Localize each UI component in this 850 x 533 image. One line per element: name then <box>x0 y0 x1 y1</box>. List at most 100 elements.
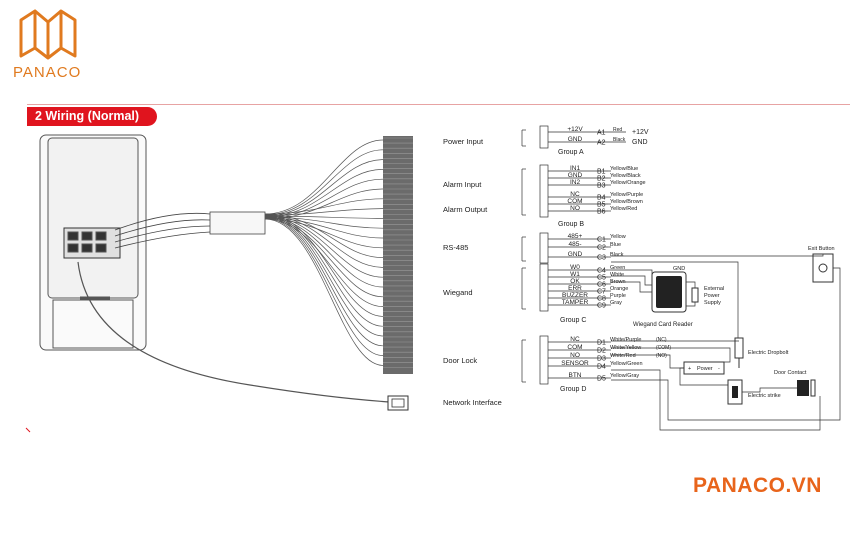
wire-color: Yellow/Green <box>610 361 643 367</box>
group-b-caption: Group B <box>558 221 584 228</box>
terminal-block <box>539 164 549 218</box>
pin-code: C1 <box>597 237 606 244</box>
wire-color: Purple <box>610 293 626 299</box>
pin-name: OK <box>570 278 580 285</box>
footer-brand: PANACO.VN <box>693 474 822 497</box>
power-label: Power <box>697 366 713 372</box>
pin-right-label: +12V <box>632 129 649 136</box>
terminal-block <box>539 232 549 264</box>
wire-color: Yellow/Gray <box>610 373 639 379</box>
pin-name: GND <box>568 251 583 258</box>
pin-code: C3 <box>597 255 606 262</box>
alarm-input-label: Alarm Input <box>443 180 482 189</box>
exit-button-icon <box>812 253 834 283</box>
fan-wire <box>264 215 384 337</box>
logo-text: PANACO <box>13 64 82 81</box>
wire-color: Yellow/Purple <box>610 192 643 198</box>
title-rule <box>27 104 850 105</box>
pin-name: IN1 <box>570 165 581 172</box>
wire-color: Yellow/Red <box>610 206 637 212</box>
wire-color: Green <box>610 265 625 271</box>
power-input-label: Power Input <box>443 137 484 146</box>
wire-color: Yellow <box>610 234 626 240</box>
svg-text:+: + <box>688 366 691 372</box>
fan-wire <box>264 215 384 278</box>
pin-name: IN2 <box>570 179 581 186</box>
dropbolt-label: Electric Dropbolt <box>748 350 789 356</box>
pin-name: NC <box>570 336 580 343</box>
pin-code: C8 <box>597 296 606 303</box>
rs485-label: RS-485 <box>443 243 468 252</box>
wire-color: Yellow/Brown <box>610 199 643 205</box>
electric-strike-icon <box>727 379 743 405</box>
pin-tag: (NO) <box>656 353 667 359</box>
fan-wire <box>264 214 384 327</box>
pin-name: BTN <box>569 372 582 379</box>
fan-wire <box>264 208 384 216</box>
reader-label: Wiegand Card Reader <box>633 322 693 328</box>
network-cable <box>77 261 391 403</box>
ext-power-label-2: Power <box>704 293 720 299</box>
book-logo-icon <box>19 9 77 60</box>
pin-name: +12V <box>567 126 583 133</box>
door-contact-label: Door Contact <box>774 370 807 376</box>
pin-name: 485- <box>568 241 581 248</box>
fan-wire <box>264 139 384 215</box>
fan-wire <box>264 215 384 219</box>
pin-code: B1 <box>597 169 606 176</box>
pin-code: B3 <box>597 183 606 190</box>
external-wiring <box>611 254 841 431</box>
pin-name: W1 <box>570 271 580 278</box>
pin-name: COM <box>567 344 582 351</box>
pin-code: B4 <box>597 195 606 202</box>
svg-text:-: - <box>718 366 720 372</box>
fan-wire <box>264 214 384 268</box>
section-title: 2 Wiring (Normal) <box>35 109 140 123</box>
fan-wire <box>264 218 384 366</box>
pin-code: D5 <box>597 376 606 383</box>
pin-code: C4 <box>597 268 606 275</box>
pin-code: A2 <box>597 140 606 147</box>
fan-wire <box>264 218 384 307</box>
pin-code: B6 <box>597 209 606 216</box>
corner-mark <box>25 427 31 433</box>
fan-wire <box>264 216 384 347</box>
fan-wire <box>264 198 384 215</box>
wire-color: White <box>610 272 624 278</box>
fan-wire <box>264 216 384 288</box>
pin-code: B5 <box>597 202 606 209</box>
pin-name: BUZZER <box>562 292 588 299</box>
pin-code: C6 <box>597 282 606 289</box>
pin-right-label: GND <box>632 139 648 146</box>
exit-button-label: Exit Button <box>808 246 835 252</box>
pin-code: D4 <box>597 364 606 371</box>
pin-name: ERR <box>568 285 582 292</box>
pin-name: GND <box>568 172 583 179</box>
section-title-badge: 2 Wiring (Normal) <box>27 107 157 126</box>
pin-code: D3 <box>597 356 606 363</box>
strike-label: Electric strike <box>748 393 781 399</box>
pin-code: C2 <box>597 245 606 252</box>
wire-color: Yellow/Black <box>610 173 641 179</box>
ext-power-label-3: Supply <box>704 300 721 306</box>
door-contact-icon <box>797 379 816 397</box>
wire-color: Yellow/Blue <box>610 166 638 172</box>
wiegand-label: Wiegand <box>443 288 473 297</box>
pin-name: 485+ <box>568 233 583 240</box>
wire-color: White/Purple <box>610 337 642 343</box>
pin-code: D1 <box>597 340 606 347</box>
pin-code: B2 <box>597 176 606 183</box>
pin-name: GND <box>568 136 583 143</box>
wire-color: Red <box>613 127 622 133</box>
pin-name: NC <box>570 191 580 198</box>
connector-block <box>383 136 413 374</box>
wire-color: Yellow/Orange <box>610 180 646 186</box>
reader-gnd-label: GND <box>673 266 685 272</box>
group-c-caption: Group C <box>560 317 586 324</box>
network-label: Network Interface <box>443 398 502 407</box>
terminal-block <box>539 263 549 312</box>
door-lock-label: Door Lock <box>443 356 477 365</box>
group-d-caption: Group D <box>560 386 586 393</box>
pin-code: D2 <box>597 348 606 355</box>
